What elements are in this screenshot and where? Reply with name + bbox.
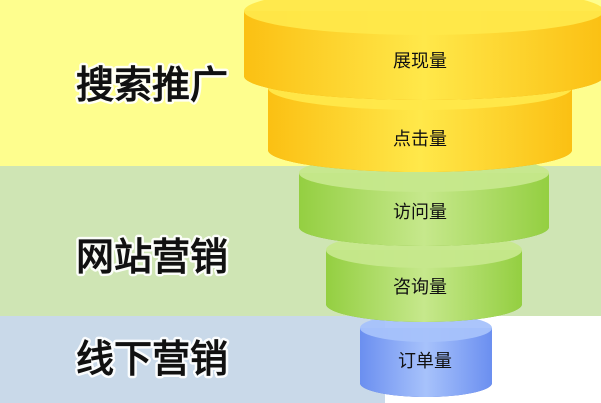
stage-label-search-promotion: 搜索推广 <box>76 63 228 107</box>
tier-bottom-curve <box>326 304 522 322</box>
tier-bottom-curve <box>268 150 572 172</box>
stage-label-website-marketing: 网站营销 <box>76 235 228 279</box>
stage-label-offline-marketing: 线下营销 <box>76 337 228 381</box>
tier-label-inquiries: 咨询量 <box>393 277 447 298</box>
funnel-tier-orders <box>360 314 492 397</box>
tier-label-orders: 订单量 <box>398 351 452 372</box>
band-offline-marketing <box>0 316 385 403</box>
funnel-tier-impressions <box>244 0 601 100</box>
tier-bottom-curve <box>299 227 549 246</box>
tier-bottom-curve <box>360 383 492 397</box>
tier-label-impressions: 展现量 <box>393 51 447 72</box>
tier-bottom-curve <box>244 76 601 100</box>
tier-label-visits: 访问量 <box>393 202 447 223</box>
tier-top-ellipse <box>244 0 601 35</box>
tier-label-clicks: 点击量 <box>393 129 447 150</box>
